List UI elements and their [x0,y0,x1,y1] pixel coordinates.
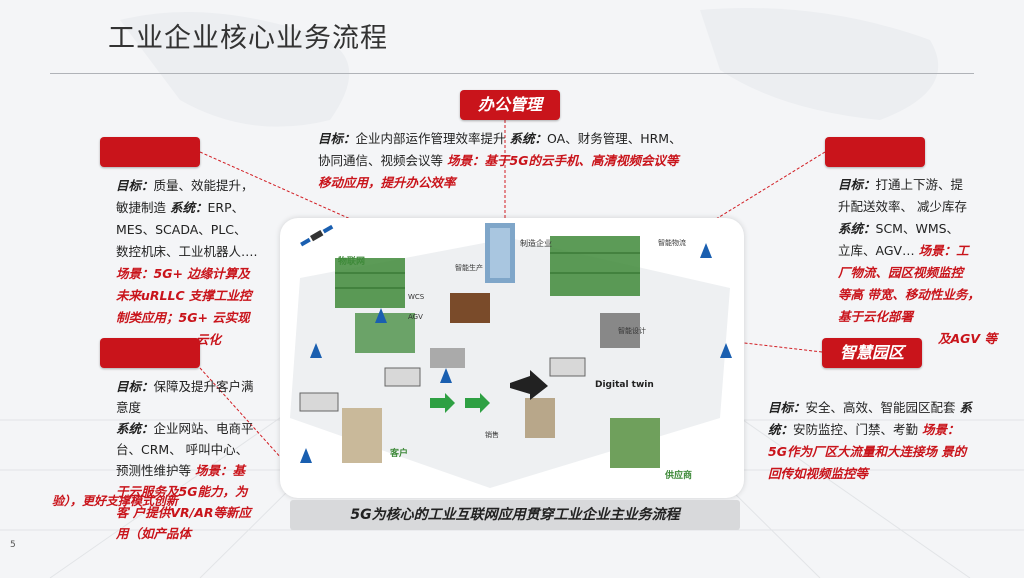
system-label: 系 [960,400,973,415]
agv-label: AGV [408,313,423,321]
digital-twin-label: Digital twin [595,380,654,390]
customer-service-tag [100,338,200,368]
enterprise-label: 制造企业 [520,238,552,249]
customer-service-text: 目标：保障及提升客户满 意度 系统：企业网站、电商平 台、CRM、 呼叫中心、 … [116,376,286,544]
goal-text: 保障及提升客户满 [154,379,254,394]
smart-production-text: 目标：质量、效能提升， 敏捷制造 系统：ERP、 MES、SCADA、PLC、 … [116,175,286,351]
scene-3: 制类应用；5G+ 云实现 [116,307,286,329]
scene-2: 厂物流、园区视频监控 [838,262,1018,284]
system-text: SCM、WMS、 [876,221,960,236]
scene-d: 用（如产品体 [116,523,286,544]
sales-label: 销售 [485,430,499,440]
system-text: OA、财务管理、HRM、 [547,131,682,146]
goal-label: 目标： [838,177,876,192]
goal-text: 企业内部运作管理效率提升 [356,131,506,146]
goal-label: 目标： [318,131,356,146]
smart-logistics-label: 智能物流 [658,238,686,248]
wcs-label: WCS [408,293,424,301]
system-text: 企业网站、电商平 [154,421,254,436]
scene-4: 基于云化部署 [838,306,1018,328]
smart-park-text: 目标：安全、高效、智能园区配套 系 统：安防监控、门禁、考勤 场景： 5G作为厂… [768,397,1008,485]
goal-text: 打通上下游、提 [876,177,964,192]
goal-label: 目标： [116,379,154,394]
office-management-tag: 办公管理 [460,90,560,120]
system-text-2: 协同通信、视频会议等 [318,153,443,168]
line-4: 数控机床、工业机器人…. [116,241,286,263]
line-2: 敏捷制造 [116,200,166,215]
scene-2: 回传如视频监控等 [768,463,1008,485]
customer-label: 客户 [390,446,408,459]
goal-text-2: 意度 [116,397,286,418]
smart-production-tag [100,137,200,167]
goal-text: 安全、高效、智能园区配套 [806,400,956,415]
system-text: ERP、 [208,200,245,215]
office-management-text: 目标：企业内部运作管理效率提升 系统：OA、财务管理、HRM、 协同通信、视频会… [318,128,698,194]
smart-park-tag: 智慧园区 [822,338,922,368]
supply-chain-text: 目标：打通上下游、提 升配送效率、 减少库存 系统：SCM、WMS、 立库、AG… [838,174,1018,350]
scene-2: 未来uRLLC 支撑工业控 [116,285,286,307]
supply-chain-tag [825,137,925,167]
system-label: 系统： [510,131,548,146]
line-3: 台、CRM、 呼叫中心、 [116,439,286,460]
scene-text-1: 基于5G的云手机、高清视频会议等 [485,153,679,168]
system-label-2: 统： [768,422,793,437]
goal-label: 目标： [116,178,154,193]
industrial-scene-illustration: 物联网 制造企业 客户 供应商 Digital twin 智能物流 智能生产 销… [280,218,744,498]
scene-1: 5G作为厂区大流量和大连接场 景的 [768,441,1008,463]
line-3: 立库、AGV… [838,243,915,258]
scene-3: 等高 带宽、移动性业务， [838,284,1018,306]
illustration-caption: 5G为核心的工业互联网应用贯穿工业企业主业务流程 [290,500,740,530]
page-number: 5 [10,540,16,550]
system-label: 系统： [170,200,208,215]
smart-design-label: 智能设计 [618,326,646,336]
system-text: 安防监控、门禁、考勤 [793,422,918,437]
iot-label: 物联网 [338,254,365,267]
scene-a: 场景：基 [195,463,245,478]
supplier-label: 供应商 [665,468,692,481]
scene-label: 场景： [922,422,960,437]
goal-label: 目标： [768,400,806,415]
scene-1: 场景：5G+ 边缘计算及 [116,263,286,285]
scene-e: 验），更好支撑模式创新 [52,490,178,512]
line-3: MES、SCADA、PLC、 [116,219,286,241]
smart-production-label: 智能生产 [455,263,483,273]
goal-text: 质量、效能提升， [154,178,254,193]
system-label: 系统： [116,421,154,436]
scene-1: 场景：工 [919,243,969,258]
scene-label: 场景： [447,153,485,168]
line-4: 预测性维护等 [116,463,191,478]
system-label: 系统： [838,221,876,236]
goal-text-2: 升配送效率、 减少库存 [838,196,1018,218]
scene-text-2: 移动应用，提升办公效率 [318,172,698,194]
